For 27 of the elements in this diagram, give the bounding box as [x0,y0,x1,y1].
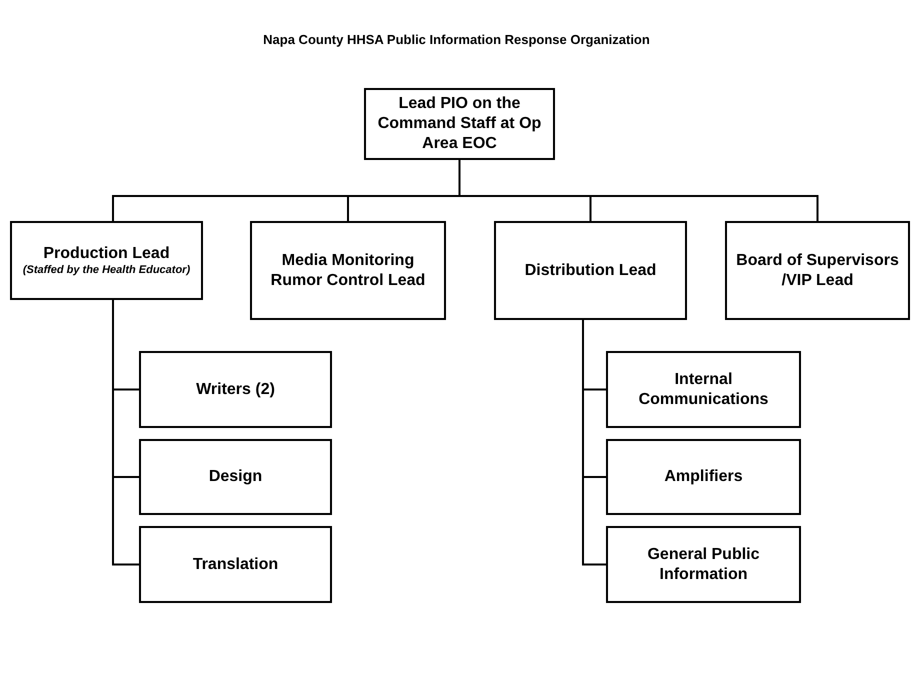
connector-line [458,160,818,221]
role-title: Distribution Lead [524,260,656,280]
role-box [139,439,332,515]
diagram-title: Napa County HHSA Public Information Response Organization [262,32,651,47]
connector-line [582,320,606,566]
role-box [606,439,801,515]
role-title: Lead PIO on the Command Staff at Op Area EOC [376,94,542,154]
role-box [10,221,203,300]
role-title: Board of Supervisors /VIP Lead [735,250,900,290]
role-title: Media Monitoring Rumor Control Lead [270,250,426,290]
role-title: Amplifiers [664,467,743,487]
role-note: (Staffed by the Health Educator) [22,264,190,278]
role-box [494,221,687,320]
role-box [139,526,332,603]
role-box [139,351,332,428]
role-title: Translation [192,554,278,574]
role-title: General Public Information [646,544,761,584]
role-box [250,221,446,320]
role-title: Writers (2) [196,380,275,400]
connector-line [112,300,139,566]
role-title: Internal Communications [638,370,770,410]
lead-box [364,88,555,160]
role-box [606,351,801,428]
role-title: Design [208,467,262,487]
role-box [725,221,910,320]
role-title: Production Lead [43,244,170,264]
role-box [606,526,801,603]
